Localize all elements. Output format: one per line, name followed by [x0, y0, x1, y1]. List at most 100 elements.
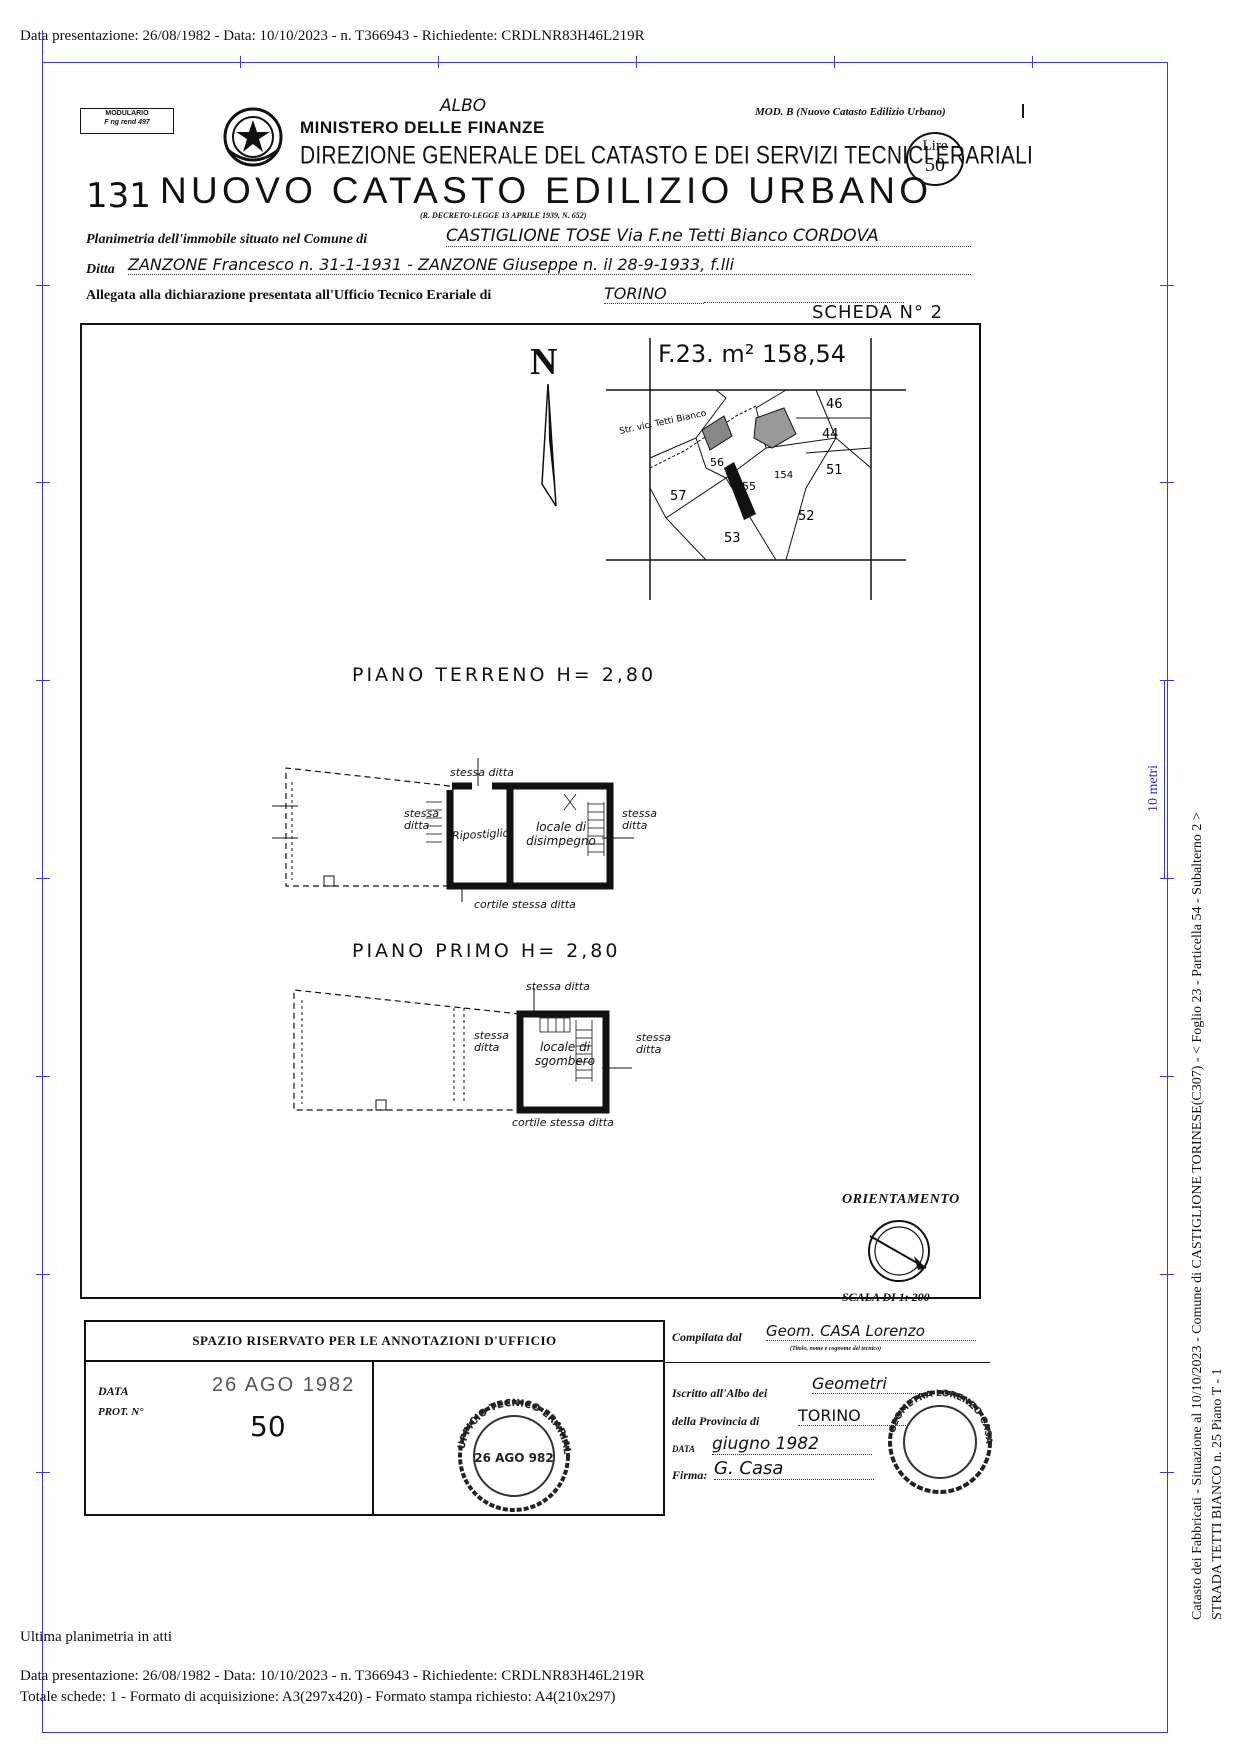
office-data-label: DATA — [98, 1384, 129, 1398]
office-divider — [372, 1360, 374, 1514]
frame-tick — [36, 285, 50, 286]
frame-tick — [36, 878, 50, 879]
frame-tick — [1032, 56, 1033, 68]
modulario-label: MODULARIO — [105, 110, 149, 117]
compiler-data-label: DATA — [672, 1444, 696, 1454]
page-frame — [42, 62, 1168, 1733]
office-box: SPAZIO RISERVATO PER LE ANNOTAZIONI D'UF… — [84, 1320, 665, 1516]
scale-bar-label: 10 metri — [1146, 764, 1161, 812]
first-room-label: locale di sgombero — [534, 1040, 596, 1068]
orientation-compass-icon — [868, 1220, 930, 1282]
first-note: cortile stessa ditta — [512, 1116, 614, 1129]
side-vertical-2: STRADA TETTI BIANCO n. 25 Piano T - 1 — [1210, 1368, 1225, 1620]
office-stamp-seal: UFFICIO TECNICO ERARIALE DI TORINO 26 AG… — [448, 1394, 572, 1512]
footer-ultima: Ultima planimetria in atti — [20, 1629, 173, 1645]
firma-label: Firma: — [672, 1468, 708, 1482]
hand-number: 131 — [86, 176, 151, 216]
plan-area — [80, 323, 981, 1299]
first-note: stessa ditta — [636, 1031, 672, 1056]
first-note: stessa ditta — [474, 1029, 510, 1054]
modulario-box: MODULARIO F ng rend 497 — [80, 108, 174, 134]
handwritten-top: ALBO — [440, 96, 487, 116]
first-floor-title: PIANO PRIMO H= 2,80 — [352, 940, 621, 962]
parcel-label: 51 — [826, 463, 843, 478]
scale-label: SCALA DI 1: 200 — [842, 1290, 930, 1304]
frame-tick — [240, 56, 241, 68]
ditta-value: ZANZONE Francesco n. 31-1-1931 - ZANZONE… — [128, 255, 971, 275]
header-top-line: Data presentazione: 26/08/1982 - Data: 1… — [20, 28, 645, 44]
parcel-label: 46 — [826, 397, 843, 412]
footer-line-2: Totale schede: 1 - Formato di acquisizio… — [20, 1689, 616, 1705]
frame-tick — [1160, 285, 1174, 286]
provincia-label: della Provincia di — [672, 1414, 760, 1428]
office-prot-label: PROT. N° — [98, 1406, 144, 1418]
allegata-value: TORINO — [604, 284, 704, 304]
map-road-label: Str. vic. Tetti Bianco — [619, 409, 708, 437]
ministry-name: MINISTERO DELLE FINANZE — [300, 118, 545, 137]
compilata-value: Geom. CASA Lorenzo — [766, 1322, 976, 1341]
first-note: stessa ditta — [526, 980, 590, 993]
parcel-label: 56 — [710, 456, 724, 469]
scale-bar — [1164, 680, 1165, 878]
office-stamp-date: 26 AGO 982 — [474, 1451, 553, 1465]
frame-tick — [36, 1472, 50, 1473]
mod-b-label: MOD. B (Nuovo Catasto Edilizio Urbano) — [755, 106, 946, 118]
comune-value: CASTIGLIONE TOSE Via F.ne Tetti Bianco C… — [446, 226, 971, 247]
frame-tick — [1160, 482, 1174, 483]
parcel-label: 53 — [724, 531, 741, 546]
lire-label: Lire — [922, 138, 948, 154]
firma-value: G. Casa — [714, 1458, 874, 1480]
scheda-number: SCHEDA N° 2 — [812, 302, 944, 323]
allegata-dots — [704, 302, 904, 303]
lire-value: 50 — [925, 154, 945, 176]
north-label: N — [530, 341, 558, 383]
ground-note: stessa ditta — [450, 766, 514, 779]
frame-tick — [1160, 1076, 1174, 1077]
frame-tick — [438, 56, 439, 68]
compiler-divider — [664, 1362, 990, 1363]
parcel-label: 154 — [774, 470, 793, 481]
frame-tick — [36, 1274, 50, 1275]
ground-room-label: locale di disimpegno — [526, 820, 596, 848]
cadastral-map: Str. vic. Tetti Bianco 46 44 51 52 53 57… — [606, 338, 906, 600]
provincia-value: TORINO — [798, 1406, 908, 1426]
office-prot-value: 50 — [250, 1410, 286, 1443]
form-title: NUOVO CATASTO EDILIZIO URBANO — [160, 170, 933, 211]
parcel-label: 52 — [798, 509, 815, 524]
lire-stamp: Lire 50 — [906, 132, 964, 186]
orientation-label: ORIENTAMENTO — [842, 1192, 960, 1207]
geometra-stamp-seal: GEOMETRA LORENZO CASA ALBO N. 21 — [882, 1384, 993, 1494]
svg-text:GEOMETRA LORENZO CASA ALBO N.: GEOMETRA LORENZO CASA ALBO N. 21 — [882, 1384, 993, 1444]
republic-emblem-icon — [223, 107, 283, 167]
frame-tick — [1160, 1274, 1174, 1275]
compilata-label: Compilata dal — [672, 1330, 742, 1344]
parcel-label: 57 — [670, 489, 687, 504]
ditta-label: Ditta — [86, 262, 115, 277]
parcel-label: 55 — [742, 480, 756, 493]
frame-tick — [1160, 680, 1174, 681]
ground-floor-title: PIANO TERRENO H= 2,80 — [352, 664, 657, 686]
geometra-stamp-text: GEOMETRA LORENZO CASA ALBO N. 21 — [882, 1384, 993, 1444]
parcel-label: 44 — [822, 427, 839, 442]
ground-floor-plan — [272, 758, 634, 902]
compiler-data-value: giugno 1982 — [712, 1434, 872, 1455]
compilata-note: (Titolo, nome e cognome del tecnico) — [790, 1346, 882, 1352]
frame-tick — [42, 30, 43, 62]
modulario-sub: F ng rend 497 — [104, 119, 150, 126]
office-title: SPAZIO RISERVATO PER LE ANNOTAZIONI D'UF… — [192, 1333, 557, 1348]
north-arrow-icon — [541, 383, 557, 507]
side-vertical-1: Catasto dei Fabbricati - Situazione al 1… — [1190, 812, 1205, 1620]
iscritto-value: Geometri — [812, 1374, 922, 1394]
frame-tick — [1160, 878, 1174, 879]
decree-line: (R. DECRETO-LEGGE 13 APRILE 1939, N. 652… — [420, 211, 587, 220]
allegata-label: Allegata alla dichiarazione presentata a… — [86, 288, 492, 303]
first-floor-plan — [293, 988, 632, 1114]
frame-tick — [36, 680, 50, 681]
footer-line-1: Data presentazione: 26/08/1982 - Data: 1… — [20, 1668, 645, 1684]
frame-tick — [1160, 1472, 1174, 1473]
frame-tick — [36, 1076, 50, 1077]
comune-label: Planimetria dell'immobile situato nel Co… — [86, 232, 368, 247]
frame-tick — [834, 56, 835, 68]
ground-note: stessa ditta — [622, 807, 658, 832]
ground-note: cortile stessa ditta — [474, 898, 576, 911]
